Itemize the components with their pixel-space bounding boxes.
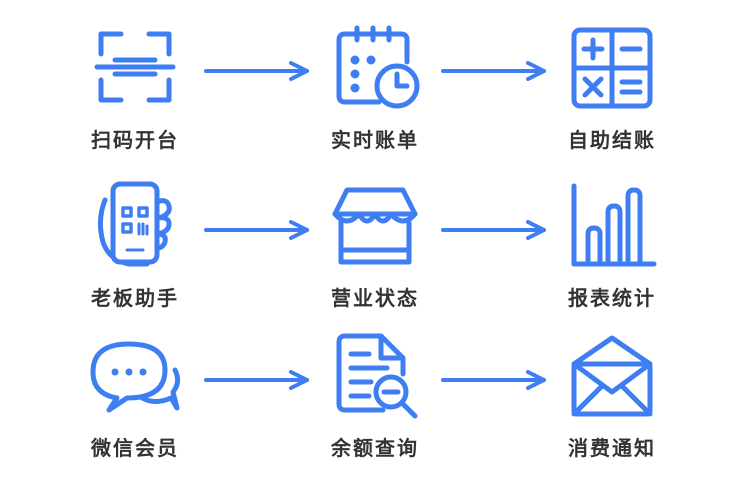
bar-chart-icon xyxy=(564,180,660,270)
flow-arrow xyxy=(440,370,550,390)
item-label: 自助结账 xyxy=(568,128,656,152)
item-label: 微信会员 xyxy=(91,436,179,460)
item-label: 实时账单 xyxy=(331,128,419,152)
item-label: 营业状态 xyxy=(331,286,419,310)
item-label: 报表统计 xyxy=(568,286,656,310)
item-label: 消费通知 xyxy=(568,436,656,460)
envelope-icon xyxy=(564,330,660,420)
scan-icon xyxy=(87,22,183,112)
item-boss-assistant: 老板助手 xyxy=(60,180,210,311)
item-wechat-member: 微信会员 xyxy=(60,330,210,461)
item-business-status: 营业状态 xyxy=(300,180,450,311)
flow-arrow xyxy=(203,220,313,240)
document-search-icon xyxy=(327,330,423,420)
item-self-checkout: 自助结账 xyxy=(537,22,687,153)
item-balance-inquiry: 余额查询 xyxy=(300,330,450,461)
item-label: 余额查询 xyxy=(331,436,419,460)
item-report-stats: 报表统计 xyxy=(537,180,687,311)
flow-arrow xyxy=(440,61,550,81)
item-consumption-notice: 消费通知 xyxy=(537,330,687,461)
calendar-clock-icon xyxy=(327,22,423,112)
chat-bubbles-icon xyxy=(87,330,183,420)
calculator-icon xyxy=(564,22,660,112)
flow-arrow xyxy=(203,61,313,81)
item-realtime-bill: 实时账单 xyxy=(300,22,450,153)
flow-arrow xyxy=(440,220,550,240)
phone-in-hand-icon xyxy=(87,180,183,270)
item-label: 扫码开台 xyxy=(91,128,179,152)
storefront-icon xyxy=(327,180,423,270)
item-label: 老板助手 xyxy=(91,286,179,310)
flow-arrow xyxy=(203,370,313,390)
item-scan-open-table: 扫码开台 xyxy=(60,22,210,153)
